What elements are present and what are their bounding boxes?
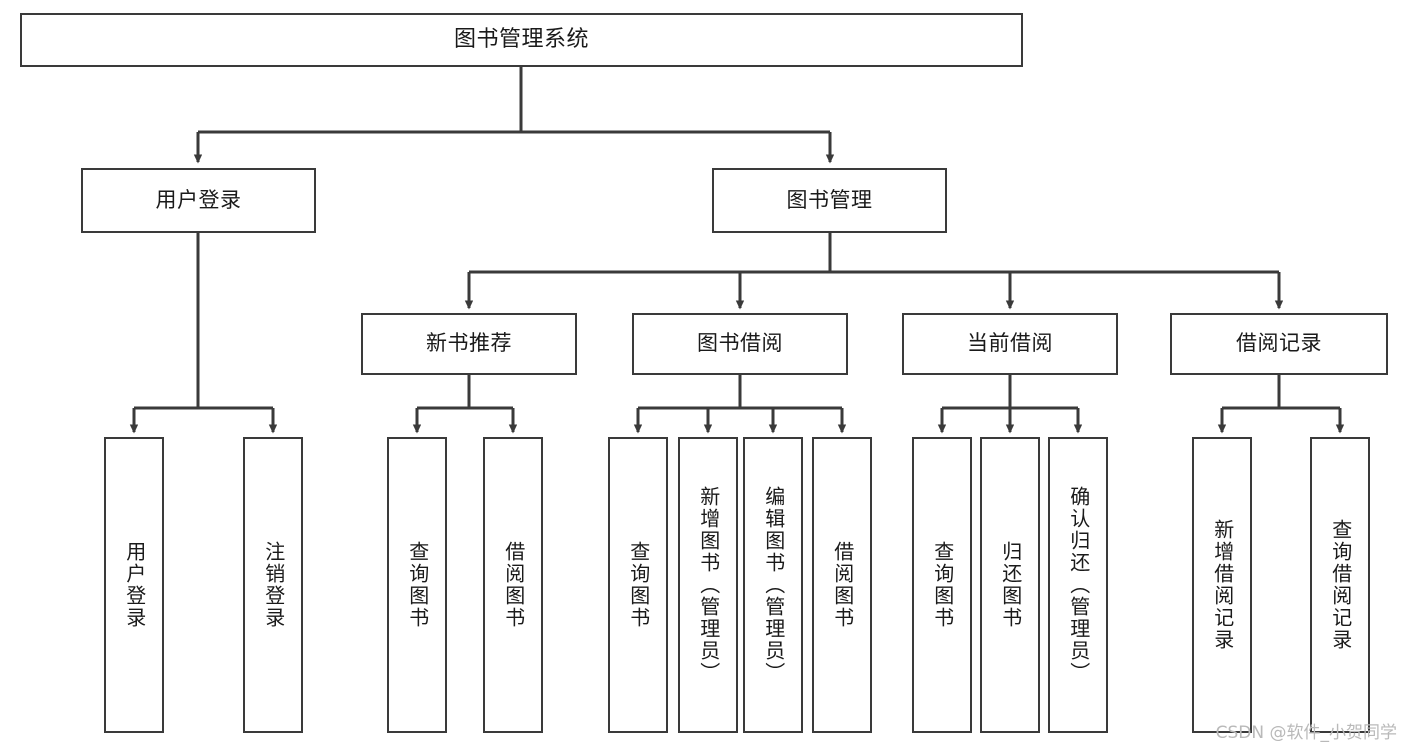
- node-label: 查询借阅记录: [1328, 519, 1353, 651]
- node-label: 图书管理: [786, 187, 873, 212]
- leaf-current-borrow-return-book[interactable]: 归还图书: [980, 437, 1040, 733]
- node-label: 用户登录: [155, 187, 242, 212]
- node-root-book-management-system[interactable]: 图书管理系统: [20, 13, 1023, 67]
- leaf-borrow-record-query-record[interactable]: 查询借阅记录: [1310, 437, 1370, 733]
- node-label: 用户登录: [122, 541, 147, 629]
- node-label: 新增图书（管理员）: [696, 486, 721, 684]
- node-label: 当前借阅: [967, 331, 1053, 356]
- node-new-book-recommend[interactable]: 新书推荐: [361, 313, 577, 375]
- leaf-current-borrow-confirm-return-admin[interactable]: 确认归还（管理员）: [1048, 437, 1108, 733]
- node-label: 编辑图书（管理员）: [761, 486, 786, 684]
- leaf-book-borrow-edit-book-admin[interactable]: 编辑图书（管理员）: [743, 437, 803, 733]
- node-label: 图书管理系统: [453, 26, 589, 52]
- leaf-user-login-login[interactable]: 用户登录: [104, 437, 164, 733]
- leaf-book-borrow-borrow-book[interactable]: 借阅图书: [812, 437, 872, 733]
- node-label: 确认归还（管理员）: [1066, 486, 1091, 684]
- node-label: 借阅图书: [501, 541, 526, 629]
- node-borrow-record[interactable]: 借阅记录: [1170, 313, 1388, 375]
- leaf-book-borrow-query-book[interactable]: 查询图书: [608, 437, 668, 733]
- leaf-book-borrow-add-book-admin[interactable]: 新增图书（管理员）: [678, 437, 738, 733]
- leaf-user-login-logout[interactable]: 注销登录: [243, 437, 303, 733]
- node-label: 新书推荐: [426, 331, 512, 356]
- node-label: 注销登录: [261, 541, 286, 629]
- node-label: 借阅图书: [830, 541, 855, 629]
- node-label: 归还图书: [998, 541, 1023, 629]
- leaf-borrow-record-add-record[interactable]: 新增借阅记录: [1192, 437, 1252, 733]
- node-label: 图书借阅: [697, 331, 783, 356]
- node-label: 借阅记录: [1236, 331, 1322, 356]
- leaf-current-borrow-query-book[interactable]: 查询图书: [912, 437, 972, 733]
- node-label: 查询图书: [930, 541, 955, 629]
- node-current-borrow[interactable]: 当前借阅: [902, 313, 1118, 375]
- leaf-new-book-borrow-book[interactable]: 借阅图书: [483, 437, 543, 733]
- node-book-management[interactable]: 图书管理: [712, 168, 947, 233]
- node-label: 新增借阅记录: [1210, 519, 1235, 651]
- leaf-new-book-query-book[interactable]: 查询图书: [387, 437, 447, 733]
- node-label: 查询图书: [405, 541, 430, 629]
- node-label: 查询图书: [626, 541, 651, 629]
- node-book-borrow[interactable]: 图书借阅: [632, 313, 848, 375]
- node-user-login[interactable]: 用户登录: [81, 168, 316, 233]
